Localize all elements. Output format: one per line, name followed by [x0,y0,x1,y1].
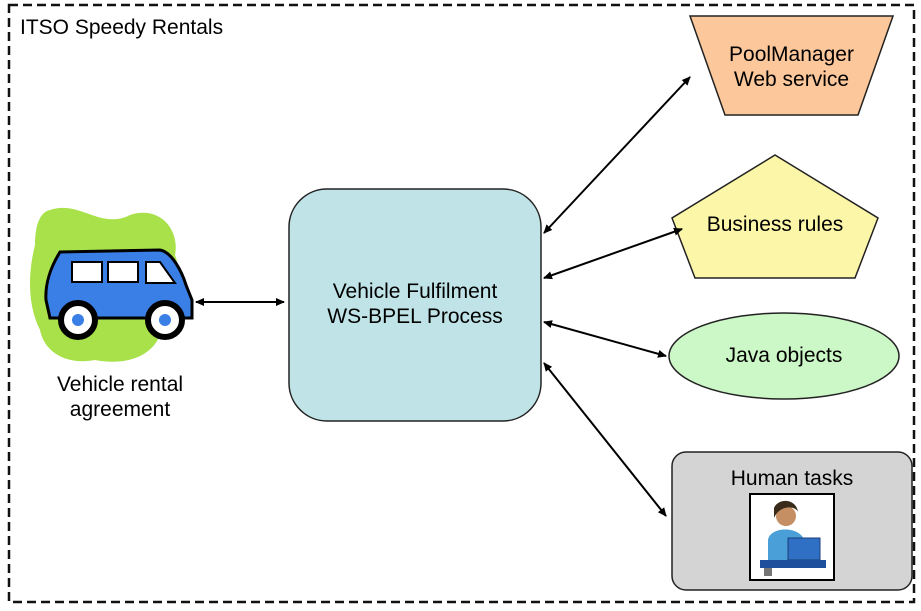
process-label-line1: Vehicle Fulfilment [332,280,498,303]
business-rules-label: Business rules [706,213,844,236]
agreement-label-line2: agreement [69,398,171,422]
car-window-2 [107,261,139,283]
java-objects-shape [668,312,900,400]
connector-process-human [543,362,667,517]
car-icon [30,207,194,362]
pool-manager-label-line1: PoolManager [729,43,854,66]
process-label: Vehicle Fulfilment WS-BPEL Process [289,279,541,329]
pool-manager-label-line2: Web service [733,68,850,92]
system-boundary [7,3,916,604]
process-label-line2: WS-BPEL Process [327,305,503,329]
java-objects-label: Java objects [725,344,843,367]
pool-manager-shape [688,15,895,116]
connector-process-poolmanager [543,76,691,234]
person-at-computer-icon [749,493,835,581]
car-window-1 [71,261,103,283]
process-box [288,188,542,422]
agreement-label-line1: Vehicle rental [56,373,184,396]
pool-manager-label: PoolManager Web service [690,42,893,92]
frame-title: ITSO Speedy Rentals [20,16,224,39]
agreement-label: Vehicle rental agreement [20,372,220,422]
connector-process-rules [543,227,683,280]
human-tasks-label: Human tasks [730,467,854,490]
connector-process-java [543,320,667,358]
car-window-3 [145,261,177,284]
